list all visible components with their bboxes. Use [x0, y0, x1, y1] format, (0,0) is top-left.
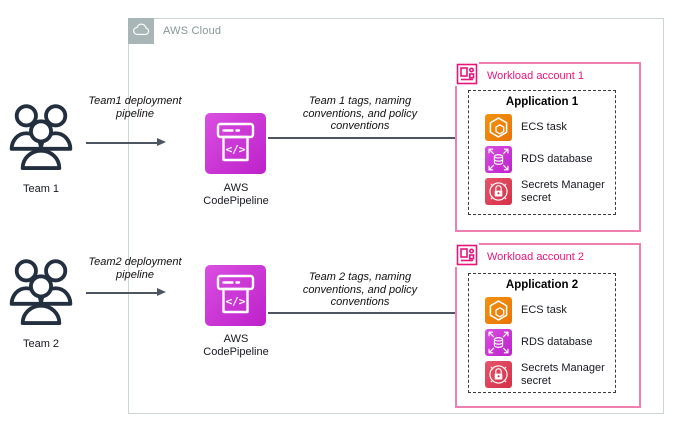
aws-account-icon [455, 62, 479, 86]
team1-arrow-label: Team1 deployment pipeline [88, 95, 182, 120]
pipeline2-to-account-arrow [268, 308, 465, 316]
aws-cloud-tab: AWS Cloud [128, 18, 221, 44]
secrets-manager-icon [485, 178, 512, 205]
ecs-task-icon [485, 297, 512, 324]
resource-rds-database: RDS database [485, 329, 615, 356]
workload-account-2: Workload account 2 Application 2 ECS tas… [455, 243, 641, 408]
arrowhead [157, 288, 166, 296]
ecs-task-icon [485, 114, 512, 141]
application-title: Application 2 [505, 279, 579, 291]
svg-text:</>: </> [226, 143, 246, 156]
aws-cloud-label: AWS Cloud [163, 25, 222, 37]
team-2-node: Team 2 [8, 255, 74, 350]
aws-account-icon [455, 243, 479, 267]
resource-label: ECS task [521, 304, 567, 316]
users-icon [8, 259, 74, 331]
team-label: Team 2 [22, 338, 60, 350]
team2-arrow-label: Team2 deployment pipeline [88, 256, 182, 281]
application-title: Application 1 [505, 96, 579, 108]
team-1-node: Team 1 [8, 100, 74, 195]
workload-account-title: Workload account 1 [487, 70, 585, 82]
arrowhead [157, 138, 166, 146]
workload-account-title: Workload account 2 [487, 251, 585, 263]
resource-ecs-task: ECS task [485, 114, 615, 141]
svg-text:</>: </> [226, 295, 246, 308]
resource-secrets-manager: Secrets Manager secret [485, 178, 615, 205]
codepipeline-label: AWS CodePipeline [203, 182, 269, 207]
pipeline2-arrow-label: Team 2 tags, naming conventions, and pol… [302, 271, 418, 308]
codepipeline-label: AWS CodePipeline [203, 333, 269, 358]
resource-ecs-task: ECS task [485, 297, 615, 324]
rds-database-icon [485, 329, 512, 356]
resource-label: RDS database [521, 336, 593, 348]
workload-account-1: Workload account 1 Application 1 ECS tas… [455, 62, 641, 232]
team2-to-pipeline-arrow [86, 288, 166, 296]
application-2-box: Application 2 ECS task [468, 273, 616, 393]
resource-label: Secrets Manager secret [521, 361, 605, 387]
resource-secrets-manager: Secrets Manager secret [485, 361, 615, 388]
pipeline1-to-account-arrow [268, 133, 465, 141]
secrets-manager-icon [485, 361, 512, 388]
application-1-box: Application 1 ECS task [468, 90, 616, 215]
pipeline1-arrow-label: Team 1 tags, naming conventions, and pol… [302, 95, 418, 132]
codepipeline-icon: </> [205, 113, 266, 174]
resource-label: Secrets Manager secret [521, 178, 605, 204]
rds-database-icon [485, 146, 512, 173]
resource-label: ECS task [521, 121, 567, 133]
codepipeline-icon: </> [205, 265, 266, 326]
aws-cloud-icon [128, 18, 154, 44]
users-icon [8, 104, 74, 176]
team-label: Team 1 [22, 183, 60, 195]
resource-label: RDS database [521, 153, 593, 165]
resource-rds-database: RDS database [485, 146, 615, 173]
team1-to-pipeline-arrow [86, 138, 166, 146]
